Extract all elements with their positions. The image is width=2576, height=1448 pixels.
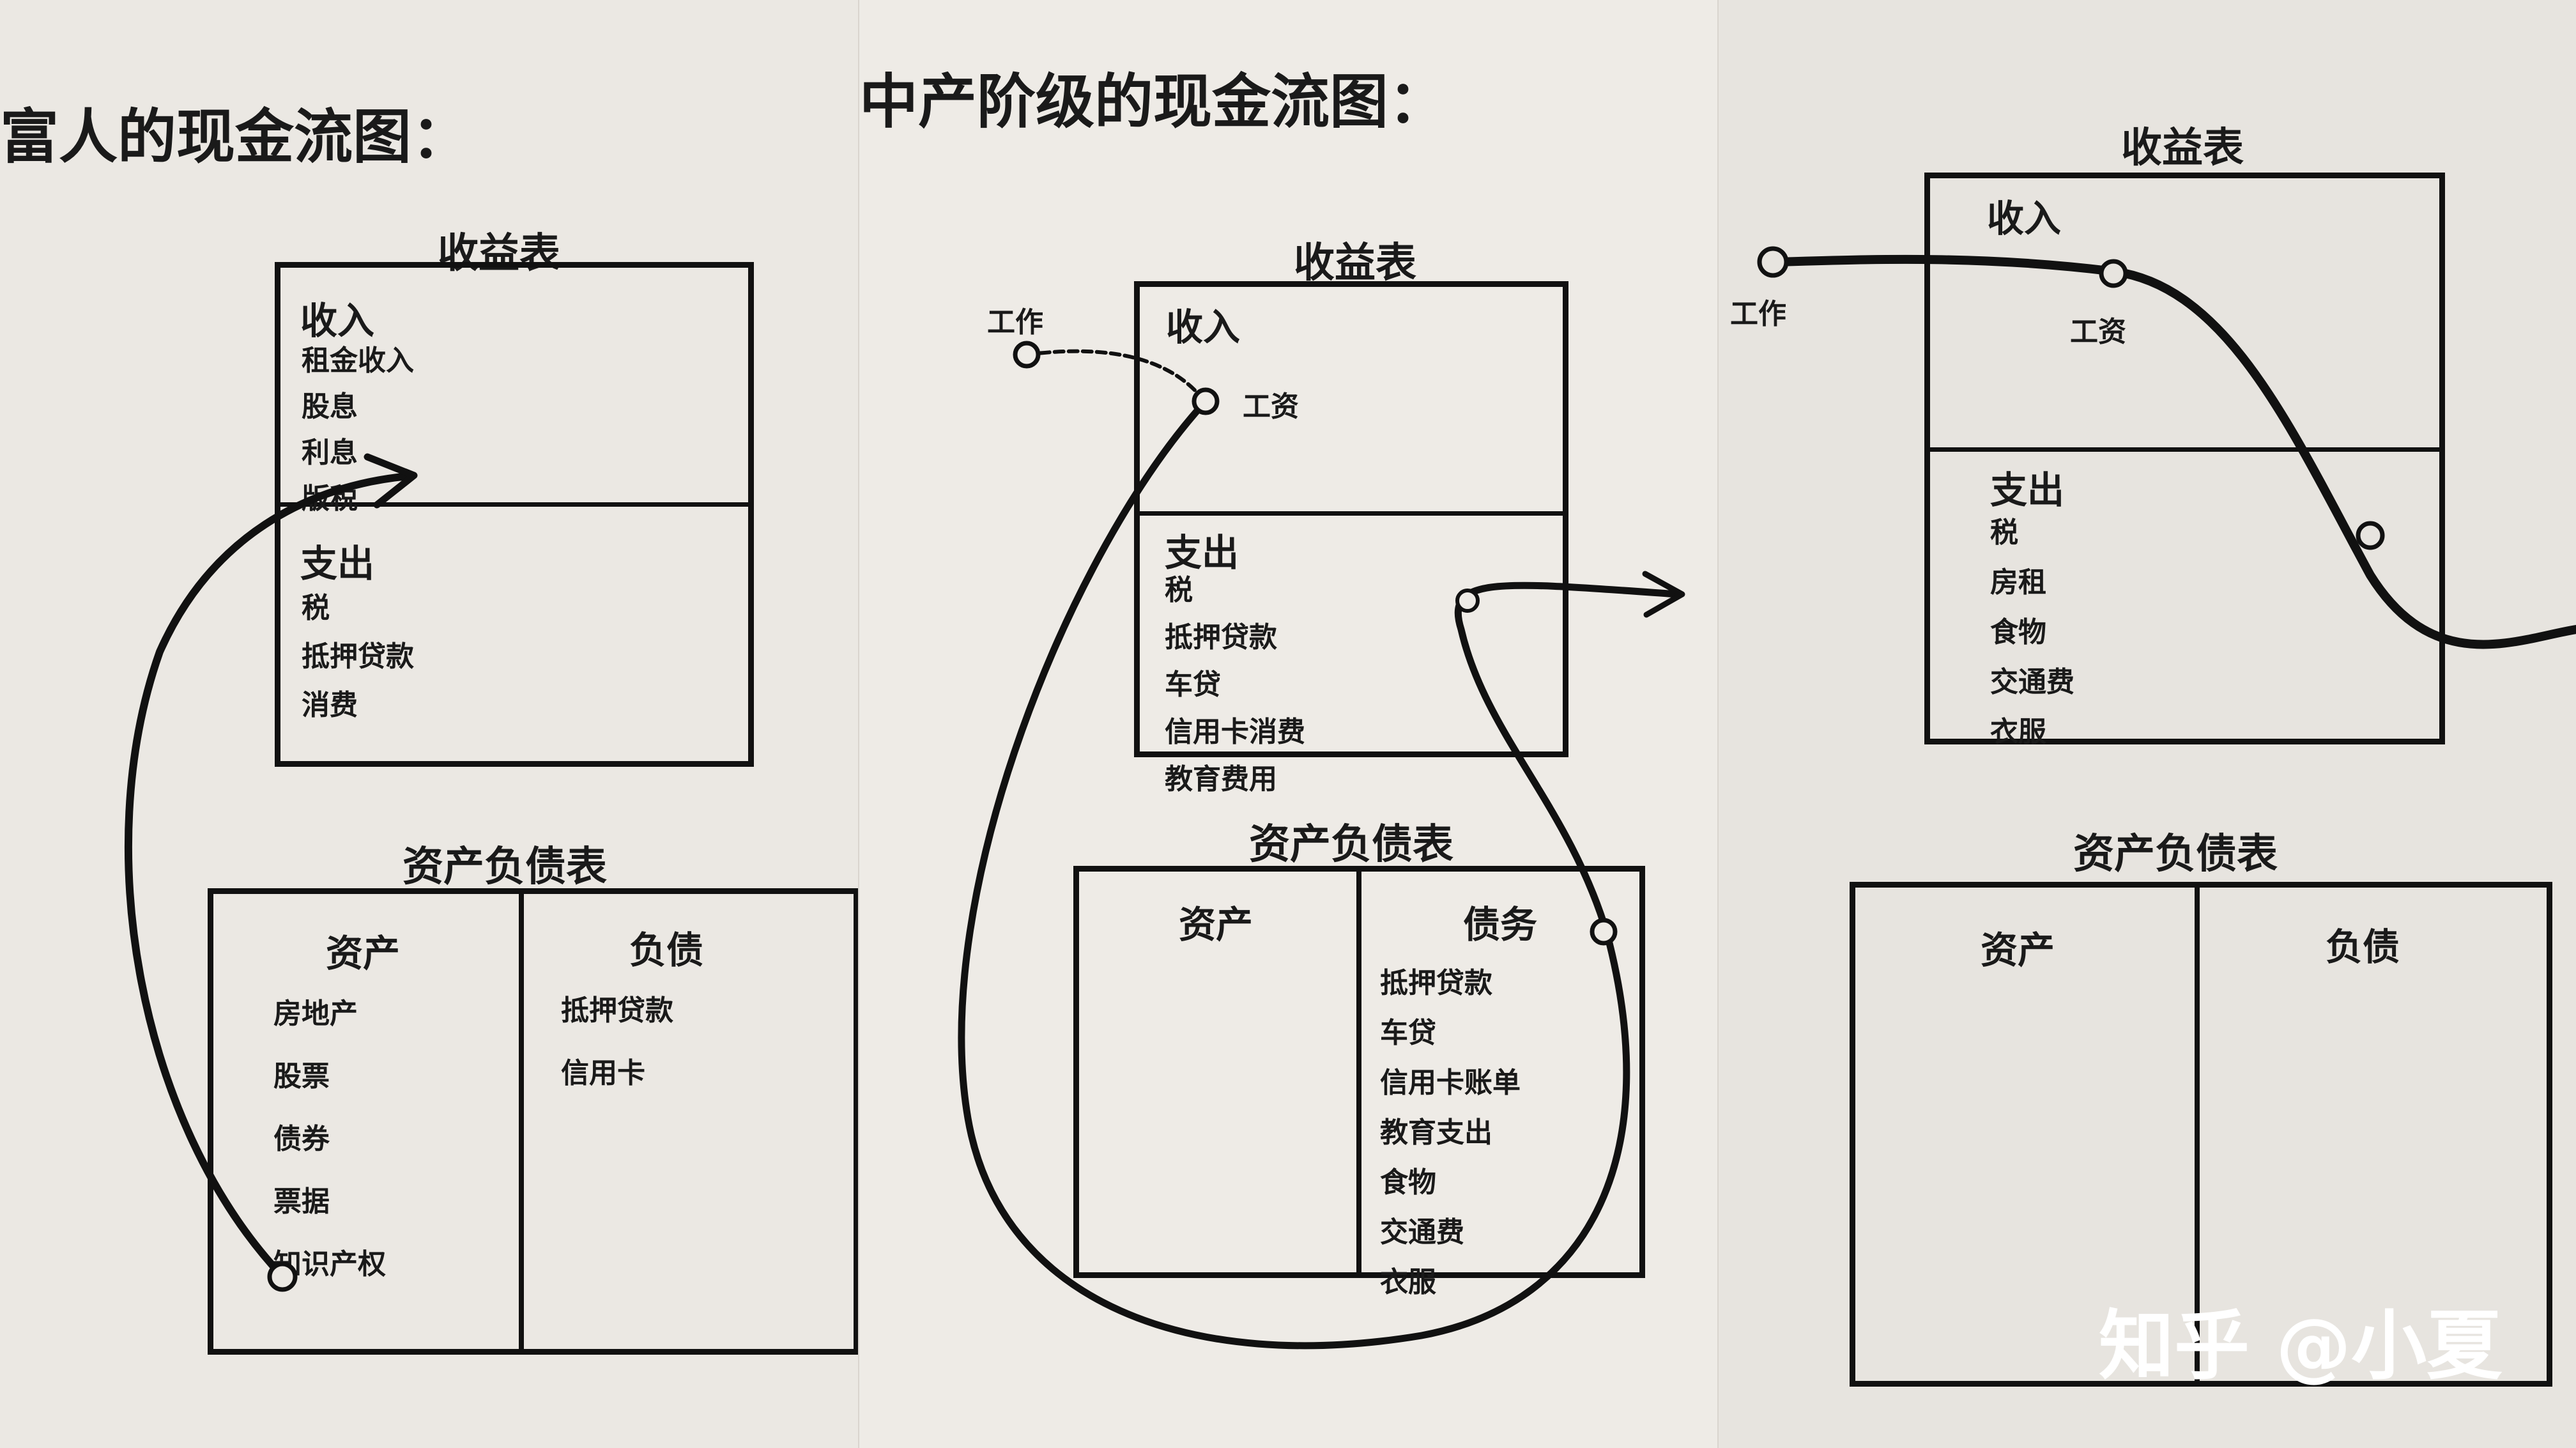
list-item: 信用卡账单 [1380, 1067, 1521, 1099]
rich-assets-label: 资产 [326, 932, 401, 975]
poor-income-label: 收入 [1987, 197, 2062, 240]
list-item: 信用卡 [561, 1057, 645, 1090]
rich-income-divider [275, 502, 754, 507]
list-item: 车贷 [1165, 668, 1221, 701]
middle-assets-label: 资产 [1179, 903, 1254, 946]
rich-expense-list: 税 抵押贷款 消费 [302, 585, 414, 723]
list-item: 食物 [1990, 616, 2046, 649]
middle-salary-label: 工资 [1243, 390, 1299, 423]
list-item: 利息 [302, 436, 358, 469]
middle-income-label: 收入 [1166, 305, 1241, 349]
poor-expense-label: 支出 [1990, 468, 2065, 512]
middle-income-statement-heading: 收益表 [1294, 240, 1416, 287]
poor-balance-sheet-heading: 资产负债表 [2073, 831, 2278, 878]
rich-income-label: 收入 [300, 299, 375, 343]
list-item: 教育费用 [1165, 763, 1277, 796]
list-item: 抵押贷款 [561, 994, 673, 1027]
poor-balance-divider [2195, 882, 2200, 1387]
middle-balance-sheet-heading: 资产负债表 [1249, 821, 1453, 868]
list-item: 衣服 [1380, 1266, 1436, 1298]
rich-balance-sheet-heading: 资产负债表 [402, 843, 607, 891]
middle-liabilities-list: 抵押贷款 车贷 信用卡账单 教育支出 食物 交通费 衣服 [1380, 960, 1521, 1300]
poor-assets-label: 资产 [1981, 928, 2055, 972]
list-item: 债券 [273, 1123, 330, 1155]
list-item: 车贷 [1380, 1017, 1436, 1049]
rich-title: 富人的现金流图： [0, 103, 471, 171]
poor-balance-sheet-box [1850, 882, 2552, 1387]
middle-title: 中产阶级的现金流图： [859, 68, 1448, 136]
rich-liabilities-label: 负债 [629, 928, 704, 972]
middle-balance-divider [1356, 866, 1361, 1278]
rich-income-list: 租金收入 股息 利息 版税 [302, 337, 414, 516]
list-item: 交通费 [1380, 1216, 1464, 1249]
rich-expense-label: 支出 [300, 542, 375, 585]
list-item: 房地产 [273, 997, 358, 1030]
list-item: 税 [1990, 516, 2018, 549]
list-item: 食物 [1380, 1166, 1436, 1199]
list-item: 租金收入 [302, 344, 414, 377]
watermark: 知乎 @小夏 [2099, 1302, 2503, 1390]
list-item: 版税 [302, 482, 358, 515]
rich-cashflow-panel: 富人的现金流图： 收益表 收入 租金收入 股息 利息 版税 支出 税 抵押贷款 … [0, 0, 859, 1448]
list-item: 信用卡消费 [1165, 716, 1305, 748]
list-item: 票据 [273, 1185, 330, 1218]
middle-expense-list: 税 抵押贷款 车贷 信用卡消费 教育费用 [1165, 567, 1305, 797]
list-item: 税 [302, 592, 330, 624]
poor-income-statement-heading: 收益表 [2121, 125, 2244, 172]
list-item: 衣服 [1990, 716, 2046, 748]
list-item: 知识产权 [273, 1248, 386, 1281]
list-item: 抵押贷款 [302, 640, 414, 673]
list-item: 教育支出 [1380, 1116, 1492, 1149]
list-item: 消费 [302, 689, 358, 721]
poor-cashflow-panel: 收益表 工作 收入 工资 支出 税 房租 食物 交通费 衣服 资产负债表 资产 … [1719, 0, 2576, 1448]
middle-work-label: 工作 [987, 306, 1043, 339]
poor-salary-label: 工资 [2070, 316, 2126, 348]
rich-liabilities-list: 抵押贷款 信用卡 [561, 987, 673, 1091]
list-item: 股息 [302, 390, 358, 423]
poor-income-divider [1924, 447, 2445, 452]
list-item: 交通费 [1990, 666, 2074, 698]
rich-assets-list: 房地产 股票 债券 票据 知识产权 [273, 990, 386, 1282]
list-item: 税 [1165, 574, 1193, 606]
rich-income-statement-heading: 收益表 [438, 230, 560, 277]
poor-work-label: 工作 [1730, 298, 1786, 330]
list-item: 房租 [1990, 566, 2046, 599]
poor-expense-list: 税 房租 食物 交通费 衣服 [1990, 509, 2074, 750]
list-item: 股票 [273, 1060, 330, 1093]
list-item: 抵押贷款 [1380, 967, 1492, 999]
poor-liabilities-label: 负债 [2326, 925, 2400, 969]
middle-liabilities-label: 债务 [1463, 903, 1538, 946]
rich-balance-divider [519, 888, 524, 1355]
middle-class-cashflow-panel: 中产阶级的现金流图： 收益表 工作 收入 工资 支出 税 抵押贷款 车贷 信用卡… [859, 0, 1719, 1448]
middle-income-divider [1134, 511, 1568, 516]
list-item: 抵押贷款 [1165, 621, 1277, 654]
